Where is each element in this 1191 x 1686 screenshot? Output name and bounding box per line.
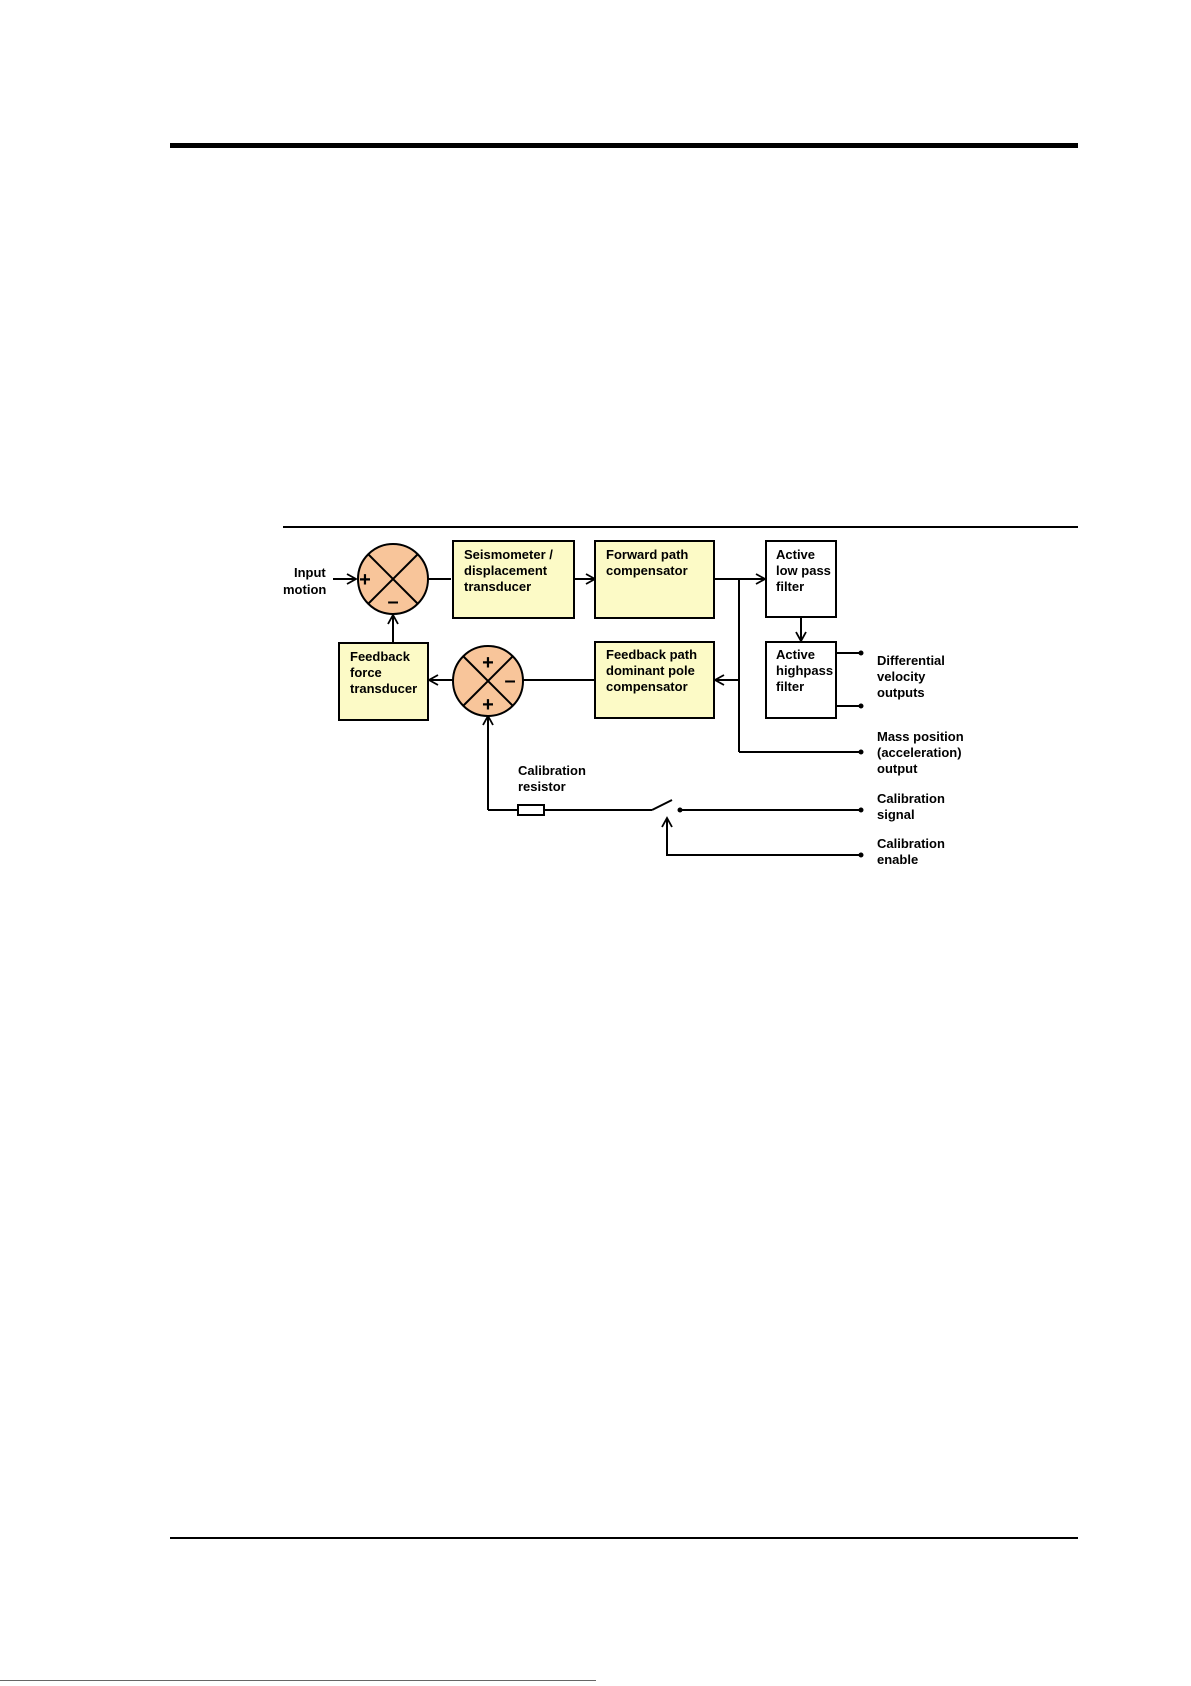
svg-text:Active highpass fi: Active highpass filter: [776, 647, 837, 694]
calibration-resistor-symbol: [517, 804, 545, 816]
signal-wires: [333, 573, 864, 858]
differential-velocity-outputs-label: Differential velocity outputs: [877, 653, 949, 700]
terminal-dot: [858, 852, 864, 858]
block-feedback-force-transducer: Feedback force transducer: [338, 642, 429, 721]
header-rule: [170, 143, 1078, 148]
terminal-dot: [858, 650, 864, 656]
svg-text:Forward path compensator: Forward path compensator: [606, 547, 692, 578]
summer2-plus-bottom: +: [482, 694, 494, 716]
block-active-lowpass-filter: Active low pass filter: [765, 540, 837, 618]
summing-junction-2: + – +: [452, 645, 524, 717]
terminal-dot: [858, 749, 864, 755]
mass-position-output-label: Mass position (acceleration) output: [877, 729, 967, 776]
page-edge-line: [0, 1680, 596, 1686]
summer1-minus-sign: –: [387, 591, 398, 613]
svg-text:Seismometer / displaceme: Seismometer / displacement transducer: [464, 547, 557, 594]
switch-contact: [677, 807, 683, 813]
block-seismometer: Seismometer / displacement transducer: [452, 540, 575, 619]
svg-text:Feedback path dominant p: Feedback path dominant pole compensator: [606, 647, 701, 694]
input-label: Input motion: [283, 565, 329, 597]
calibration-enable-label: Calibration enable: [877, 836, 949, 867]
wire-switch-blade: [651, 799, 673, 811]
footer-rule: [170, 1537, 1078, 1539]
block-feedback-path-compensator: Feedback path dominant pole compensator: [594, 641, 715, 719]
calibration-resistor-label: Calibration resistor: [518, 763, 590, 794]
terminal-dot: [858, 703, 864, 709]
block-active-highpass-filter: Active highpass filter: [765, 641, 837, 719]
terminal-dot: [858, 807, 864, 813]
diagram-top-rule: [283, 526, 1078, 528]
wire-cal-enable: [661, 816, 861, 856]
calibration-signal-label: Calibration signal: [877, 791, 949, 822]
svg-text:Active low pass fi: Active low pass filter: [776, 547, 835, 594]
svg-text:Feedback force tra: Feedback force transducer: [350, 649, 417, 696]
summer2-minus-right: –: [504, 670, 515, 692]
summer2-plus-top: +: [482, 652, 494, 674]
summer1-plus-sign: +: [359, 569, 371, 591]
summing-junction-1: + –: [357, 543, 429, 615]
block-forward-path-compensator: Forward path compensator: [594, 540, 715, 619]
